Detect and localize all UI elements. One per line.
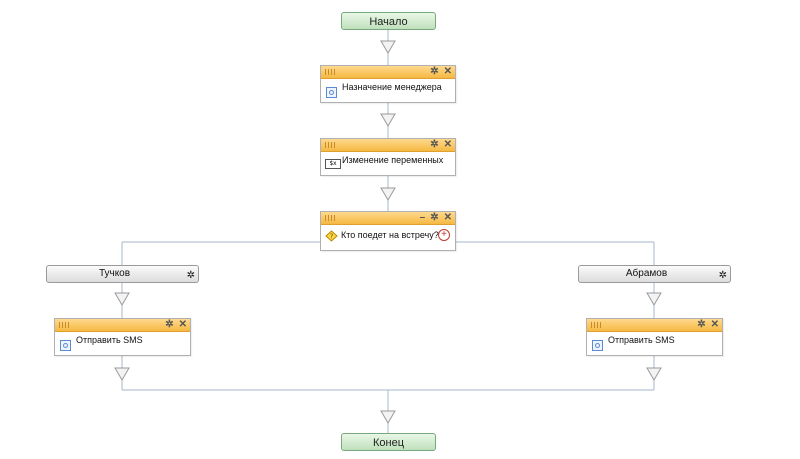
gear-icon[interactable]: ✲ [430, 212, 439, 223]
block-title: Отправить SMS [608, 335, 675, 345]
down-arrow-icon [646, 292, 662, 306]
close-icon[interactable]: ✕ [443, 212, 452, 223]
variables-icon: $x [325, 159, 341, 169]
condition-icon: ? [325, 230, 338, 242]
svg-text:?: ? [330, 233, 334, 241]
down-arrow-icon [114, 367, 130, 381]
branch-label: Тучков [98, 268, 131, 279]
block-header[interactable]: ✲ ✕ [55, 319, 190, 332]
send-sms-block-right[interactable]: ✲ ✕ Отправить SMS [586, 318, 723, 356]
activity-icon [592, 340, 603, 351]
block-title: Кто поедет на встречу? [341, 230, 439, 240]
activity-icon [326, 87, 337, 98]
down-arrow-icon [380, 113, 396, 127]
drag-handle[interactable] [325, 215, 337, 221]
down-arrow-icon [380, 187, 396, 201]
branch-right[interactable]: Абрамов ✲ [578, 265, 731, 283]
block-header[interactable]: ✲ ✕ [587, 319, 722, 332]
minimize-icon[interactable]: – [419, 212, 426, 223]
gear-icon[interactable]: ✲ [697, 319, 706, 330]
end-node[interactable]: Конец [341, 433, 436, 451]
add-branch-icon[interactable]: + [438, 229, 450, 241]
block-header[interactable]: – ✲ ✕ [321, 212, 455, 225]
gear-icon[interactable]: ✲ [718, 270, 727, 281]
block-title: Отправить SMS [76, 335, 143, 345]
start-label: Начало [369, 16, 408, 28]
down-arrow-icon [646, 367, 662, 381]
down-arrow-icon [380, 410, 396, 424]
change-variables-block[interactable]: ✲ ✕ $x Изменение переменных [320, 138, 456, 176]
end-label: Конец [372, 437, 405, 449]
drag-handle[interactable] [325, 69, 337, 75]
gear-icon[interactable]: ✲ [165, 319, 174, 330]
close-icon[interactable]: ✕ [443, 66, 452, 77]
condition-block[interactable]: – ✲ ✕ ? Кто поедет на встречу? + [320, 211, 456, 251]
close-icon[interactable]: ✕ [178, 319, 187, 330]
drag-handle[interactable] [59, 322, 71, 328]
close-icon[interactable]: ✕ [443, 139, 452, 150]
block-header[interactable]: ✲ ✕ [321, 66, 455, 79]
start-node[interactable]: Начало [341, 12, 436, 30]
block-title: Изменение переменных [342, 155, 444, 165]
down-arrow-icon [380, 40, 396, 54]
send-sms-block-left[interactable]: ✲ ✕ Отправить SMS [54, 318, 191, 356]
down-arrow-icon [114, 292, 130, 306]
assign-manager-block[interactable]: ✲ ✕ Назначение менеджера [320, 65, 456, 103]
branch-left[interactable]: Тучков ✲ [46, 265, 199, 283]
gear-icon[interactable]: ✲ [186, 270, 195, 281]
block-header[interactable]: ✲ ✕ [321, 139, 455, 152]
drag-handle[interactable] [325, 142, 337, 148]
close-icon[interactable]: ✕ [710, 319, 719, 330]
drag-handle[interactable] [591, 322, 603, 328]
gear-icon[interactable]: ✲ [430, 139, 439, 150]
gear-icon[interactable]: ✲ [430, 66, 439, 77]
activity-icon [60, 340, 71, 351]
block-title: Назначение менеджера [342, 82, 442, 92]
branch-label: Абрамов [625, 268, 668, 279]
